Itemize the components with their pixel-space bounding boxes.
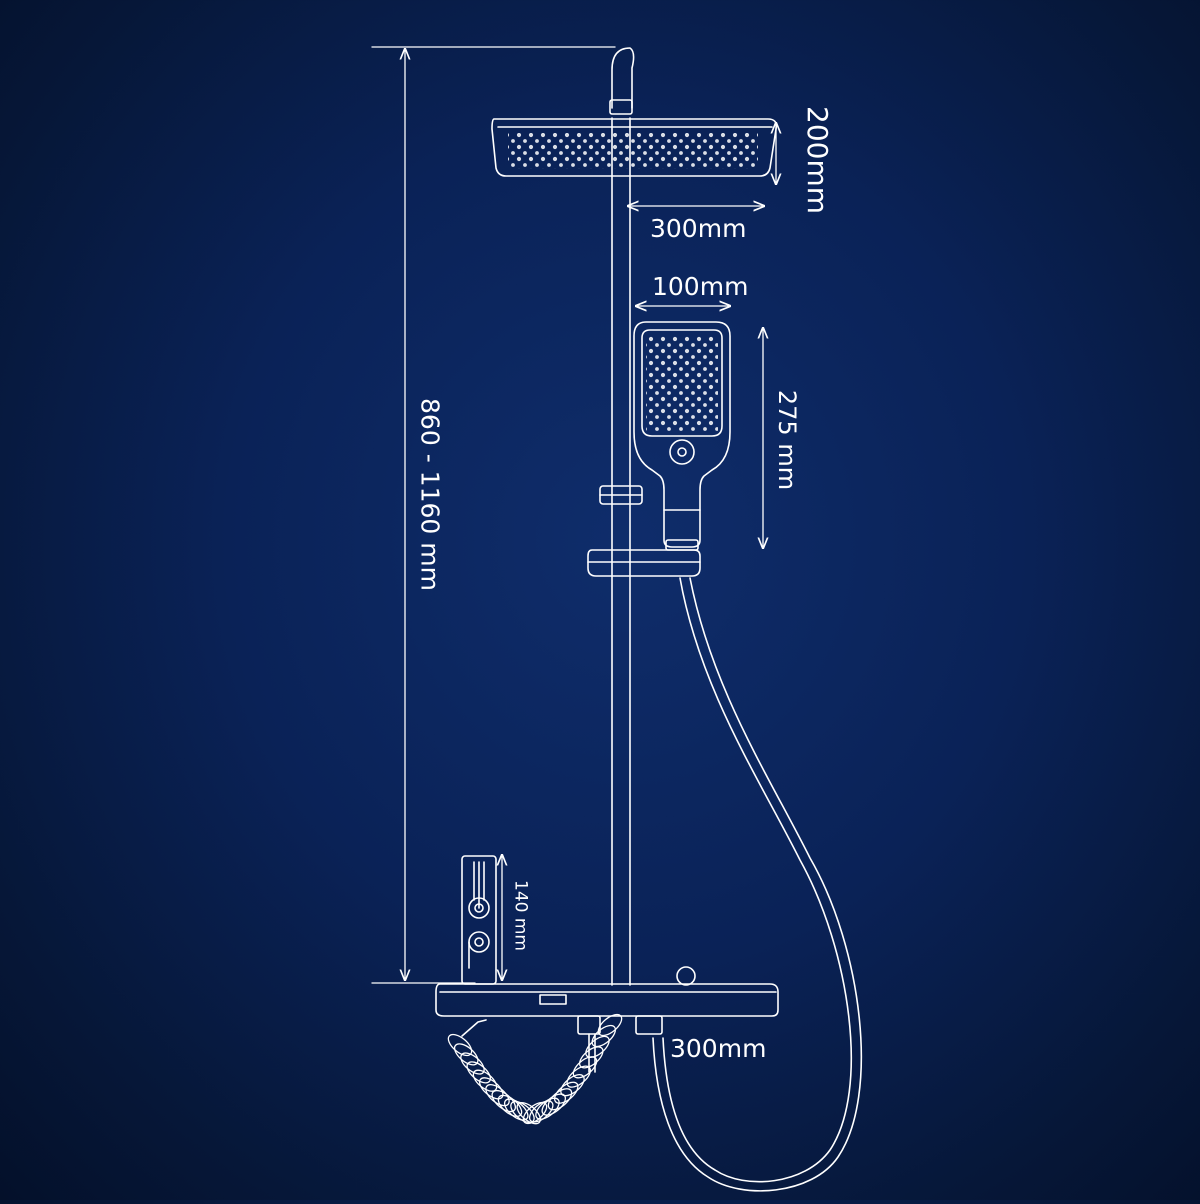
riser-pipe <box>611 117 631 986</box>
rain-arm-length-label: 300mm <box>650 214 747 243</box>
hand-shower-holder <box>587 549 701 577</box>
shower-hose <box>652 577 863 1192</box>
spiral-coil <box>522 1101 548 1125</box>
shelf-width-label: 300mm <box>670 1034 767 1063</box>
spiral-coil <box>578 1046 604 1069</box>
rain-head-dimensions <box>628 123 776 206</box>
total-height-dimension <box>371 46 616 984</box>
hand-shower <box>633 321 731 551</box>
slide-bracket <box>599 485 643 505</box>
spiral-coil <box>585 1035 610 1058</box>
spiral-coil <box>466 1061 492 1084</box>
spiral-coil <box>528 1100 554 1123</box>
spiral-coil <box>510 1100 535 1124</box>
control-valve <box>461 855 497 985</box>
gooseneck-arm <box>609 47 635 115</box>
hand-shower-width-label: 100mm <box>652 272 749 301</box>
spiral-hose-end <box>461 1019 487 1037</box>
rain-head-depth-label: 200mm <box>801 106 834 214</box>
control-height-label: 140 mm <box>510 880 531 951</box>
spiral-coil <box>591 1024 617 1048</box>
spiral-coil <box>597 1013 623 1037</box>
spiral-coil <box>572 1056 598 1079</box>
total-height-label: 860 - 1160 mm <box>415 398 445 591</box>
spiral-coil <box>491 1089 517 1113</box>
spiral-coil <box>503 1098 529 1121</box>
spiral-coil <box>560 1074 585 1097</box>
rain-shower-head <box>491 118 778 177</box>
spiral-coil <box>460 1052 485 1075</box>
spiral-coil <box>485 1084 510 1107</box>
spiral-coil <box>453 1043 479 1066</box>
hand-shower-length-label: 275 mm <box>773 389 801 491</box>
spiral-hose <box>447 1013 623 1125</box>
spiral-coil <box>447 1033 473 1057</box>
spiral-coil <box>516 1102 542 1125</box>
hand-shower-dimensions <box>636 306 763 548</box>
